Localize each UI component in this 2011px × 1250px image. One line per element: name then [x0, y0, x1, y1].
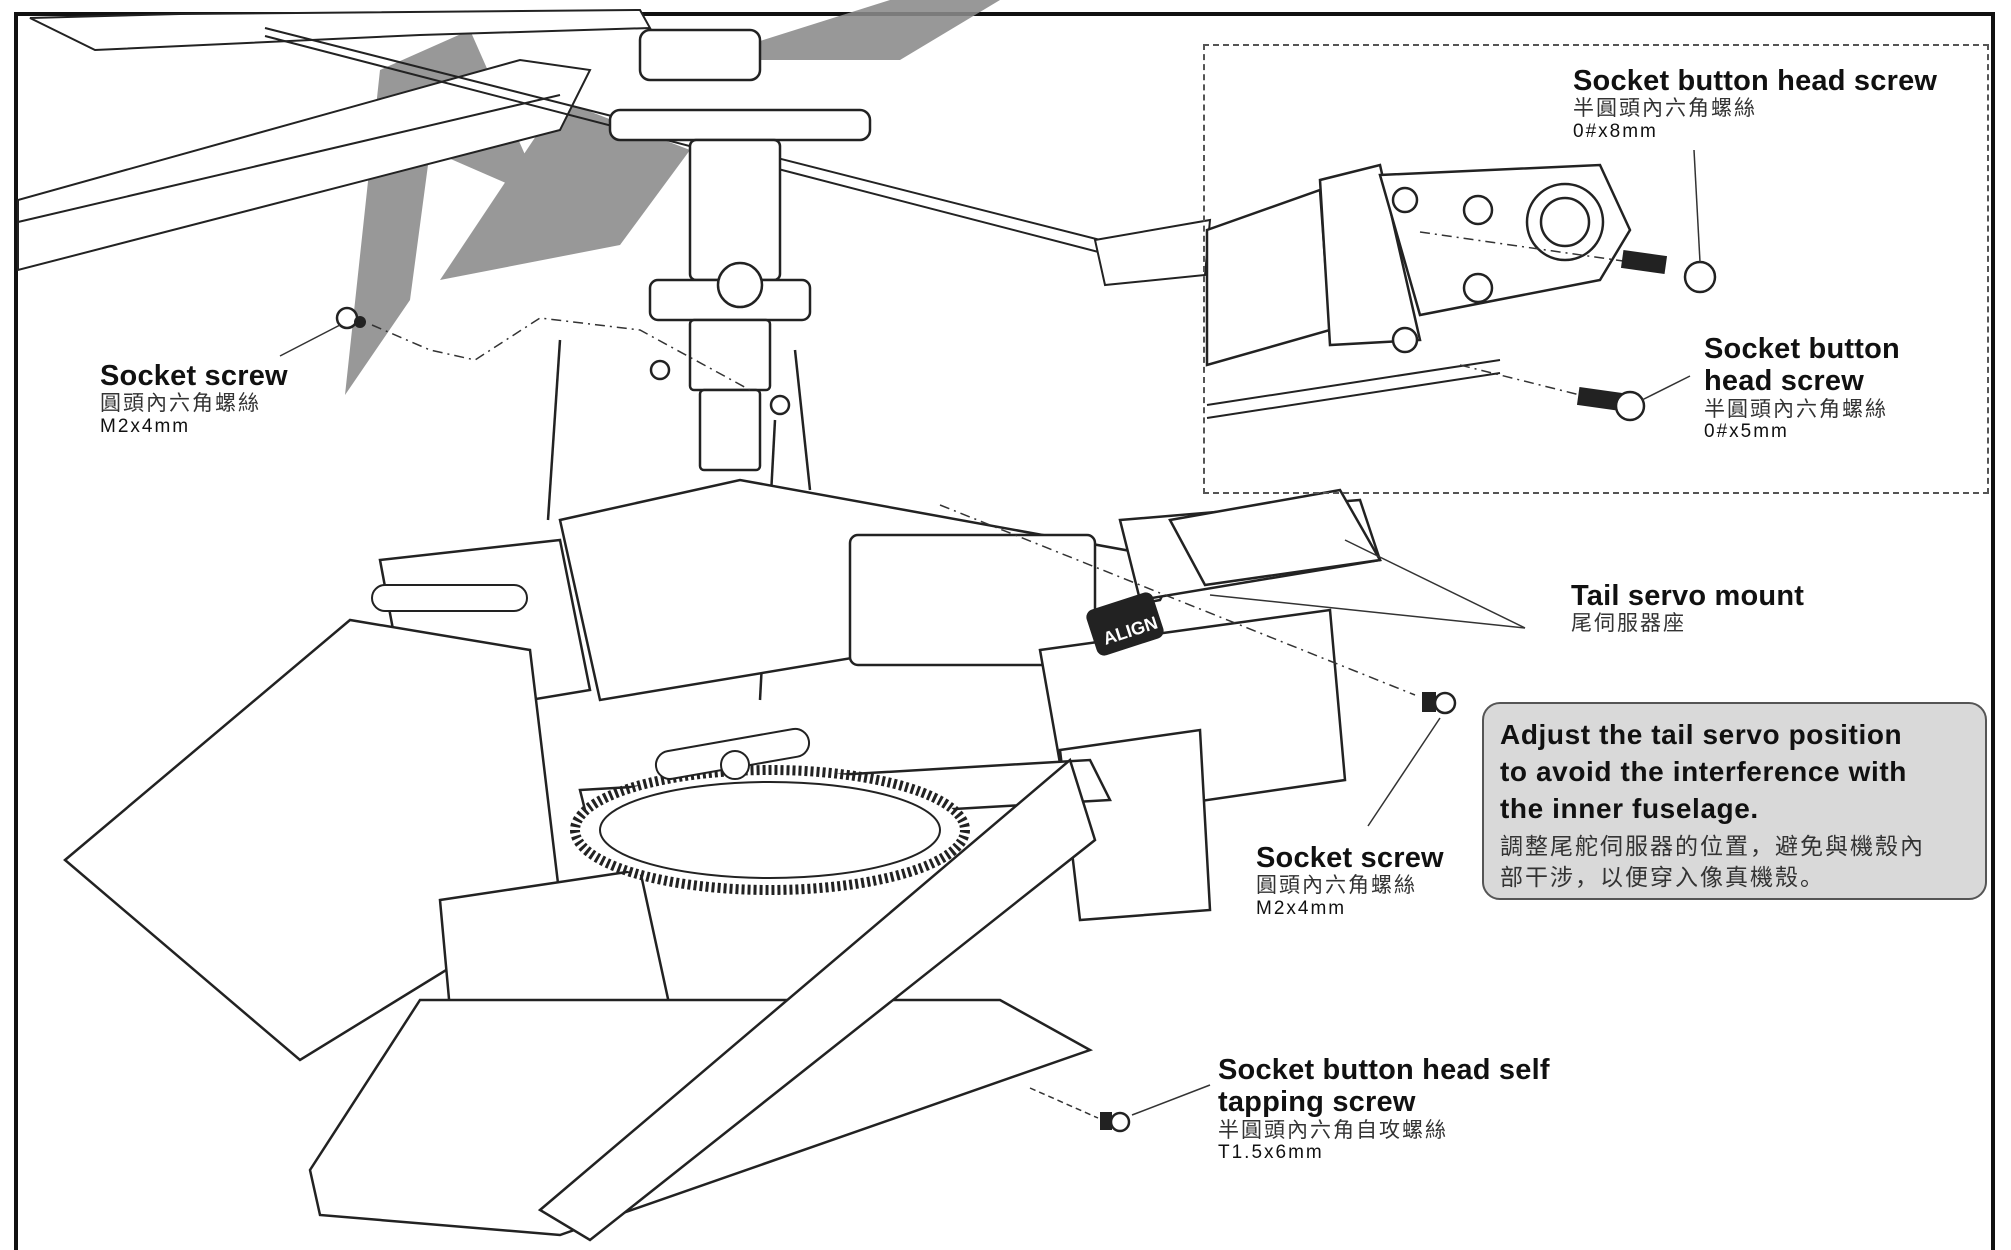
label-socket-screw-right: Socket screw 圓頭內六角螺絲 M2x4mm: [1256, 842, 1444, 919]
note-en-line1: Adjust the tail servo position: [1500, 719, 1903, 750]
label-en: Socket screw: [1256, 842, 1444, 874]
main-gear: [570, 765, 970, 895]
note-en-line3: the inner fuselage.: [1500, 793, 1759, 825]
note-zh-line2: 部干涉，以便穿入像真機殼。: [1500, 864, 1825, 891]
label-tail-servo-mount: Tail servo mount 尾伺服器座: [1571, 580, 1804, 636]
label-inset-screw-top: Socket button head screw 半圓頭內六角螺絲 0#x8mm: [1573, 65, 1937, 142]
label-zh: 半圓頭內六角自攻螺絲: [1218, 1118, 1448, 1142]
socket-screw-left: [279, 306, 751, 391]
tail-servo-adjust-note: Adjust the tail servo position to avoid …: [1482, 702, 1987, 900]
label-en: Socket screw: [100, 360, 288, 392]
label-zh: 半圓頭內六角螺絲: [1573, 97, 1757, 121]
label-en-line1: Socket button head self: [1218, 1054, 1550, 1086]
label-en: Tail servo mount: [1571, 580, 1805, 612]
note-zh: 調整尾舵伺服器的位置，避免與機殼內 部干涉，以便穿入像真機殼。: [1500, 831, 1971, 894]
inset-detail-box: [1203, 44, 1989, 494]
label-en-line2: head screw: [1704, 365, 1864, 398]
label-zh: 半圓頭內六角螺絲: [1704, 397, 1888, 421]
label-size: 0#x5mm: [1704, 421, 1789, 443]
label-self-tapping-screw: Socket button head self tapping screw 半圓…: [1218, 1054, 1550, 1164]
label-size: 0#x8mm: [1573, 120, 1658, 142]
label-socket-screw-left: Socket screw 圓頭內六角螺絲 M2x4mm: [100, 360, 288, 437]
label-zh: 圓頭內六角螺絲: [100, 392, 261, 416]
label-zh: 尾伺服器座: [1571, 612, 1686, 636]
label-inset-screw-bottom: Socket button head screw 半圓頭內六角螺絲 0#x5mm: [1704, 333, 1900, 443]
label-size: M2x4mm: [1256, 897, 1347, 919]
note-zh-line1: 調整尾舵伺服器的位置，避免與機殼內: [1500, 832, 1925, 859]
label-en-line2: tapping screw: [1218, 1086, 1416, 1119]
socket-screw-right: [939, 504, 1457, 827]
servo-arm: [371, 584, 811, 780]
note-en-line2: to avoid the interference with: [1500, 756, 1907, 788]
self-tapping-screw: [1029, 1084, 1211, 1133]
inset-tail-mount-detail: [1205, 149, 1717, 422]
label-size: M2x4mm: [100, 415, 191, 437]
label-zh: 圓頭內六角螺絲: [1256, 874, 1417, 898]
label-size: T1.5x6mm: [1218, 1142, 1324, 1164]
drawing-frame: [14, 12, 1995, 1250]
label-en: Socket button head screw: [1573, 65, 1938, 97]
label-en-line1: Socket button: [1704, 333, 1900, 365]
tail-servo-mount-leader: [1168, 488, 1526, 629]
main-frame: [63, 478, 1382, 1242]
rotor-head: [546, 28, 872, 701]
